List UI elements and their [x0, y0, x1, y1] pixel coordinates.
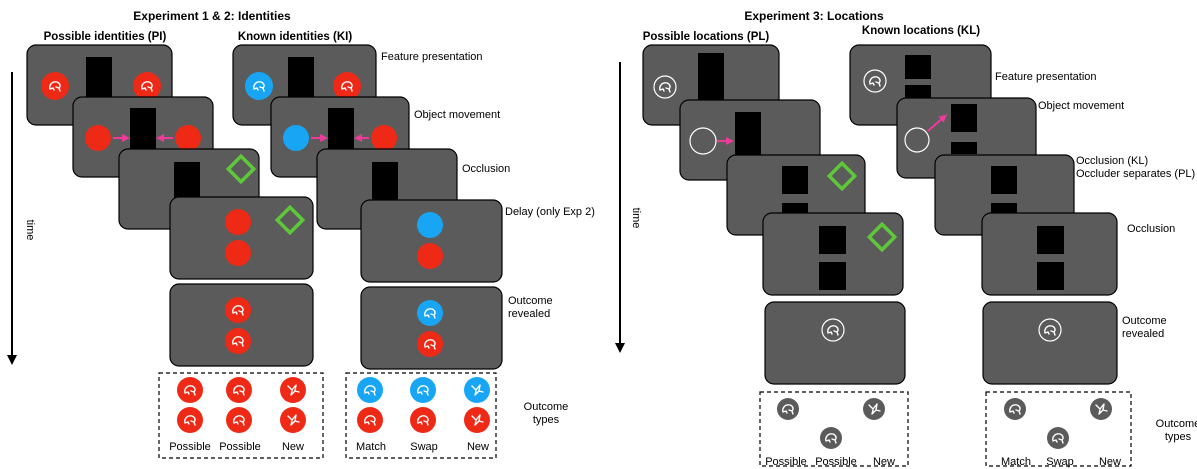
- stage-occlusion: Occlusion: [462, 163, 510, 175]
- blue-ball: [283, 125, 309, 151]
- outcome-revealed-line2: revealed: [508, 308, 550, 320]
- outcome-types-line2: types: [533, 414, 560, 426]
- outcome-label: Swap: [410, 441, 438, 453]
- red-ball: [417, 243, 443, 269]
- pi-outcome-types-box: Possible Possible New: [158, 372, 324, 459]
- red-ball: [225, 328, 251, 354]
- ki-panel-outcome: [360, 286, 503, 370]
- ki-panel-delay: [360, 199, 503, 283]
- time-label: time: [630, 208, 642, 229]
- time-label: time: [24, 220, 36, 241]
- red-ball: [417, 331, 443, 357]
- outcome-types-line1: Outcome: [524, 401, 569, 413]
- red-ball: [225, 209, 251, 235]
- stage-object-movement: Object movement: [414, 109, 500, 121]
- red-ball: [133, 72, 161, 100]
- occluder-top: [991, 166, 1017, 194]
- stage-feature-presentation: Feature presentation: [995, 71, 1097, 83]
- outcome-label: Possible: [219, 441, 261, 453]
- occluder: [372, 162, 398, 202]
- stage-feature-presentation: Feature presentation: [381, 51, 483, 63]
- empty-ball: [689, 127, 717, 155]
- occluder-top: [782, 166, 808, 194]
- occluder-top: [905, 55, 931, 79]
- outcome-label: Possible: [169, 441, 211, 453]
- occluder: [288, 57, 314, 102]
- occluder-top: [1037, 226, 1064, 254]
- occluder-bottom: [991, 203, 1017, 215]
- occluder-bottom: [819, 262, 846, 290]
- green-diamond: [274, 204, 306, 236]
- outcome-types-line2: types: [1165, 431, 1192, 443]
- exp3-title: Experiment 3: Locations: [744, 9, 884, 23]
- red-ball: [371, 125, 397, 151]
- pi-panel-outcome: [169, 283, 314, 367]
- outcome-label: Match: [356, 441, 386, 453]
- outcome-label: Match: [1001, 456, 1031, 468]
- green-diamond: [225, 153, 257, 185]
- outcome-label: New: [1099, 456, 1121, 468]
- outcome-label: Swap: [1046, 456, 1074, 468]
- kl-outcome-types-box: Match Swap New: [985, 391, 1132, 468]
- blue-ball: [245, 72, 273, 100]
- stage-occlusion-kl: Occlusion (KL): [1076, 155, 1148, 167]
- outcome-revealed-line2: revealed: [1122, 328, 1164, 340]
- kl-panel-separated: [981, 212, 1118, 296]
- red-ball: [225, 240, 251, 266]
- occluder-top: [819, 226, 846, 254]
- green-diamond: [826, 160, 858, 192]
- occluder: [86, 57, 112, 102]
- occluder-bottom: [951, 142, 977, 154]
- outcome-label: New: [873, 456, 895, 468]
- stage-object-movement: Object movement: [1038, 100, 1124, 112]
- pl-panel-separated: [762, 212, 904, 296]
- occluder-bottom: [1037, 262, 1064, 290]
- occluder: [735, 112, 761, 160]
- stage-occluder-separates: Occluder separates (PL): [1076, 168, 1195, 180]
- pl-column-header: Possible locations (PL): [643, 31, 770, 43]
- stage-delay: Delay (only Exp 2): [505, 206, 595, 218]
- blue-ball: [417, 212, 443, 238]
- occluder: [328, 108, 354, 153]
- occluder: [698, 53, 724, 103]
- outcome-revealed-line1: Outcome: [1122, 315, 1167, 327]
- occluder-top: [951, 104, 977, 132]
- red-ball: [85, 125, 111, 151]
- occluder: [130, 108, 156, 153]
- blue-ball: [417, 300, 443, 326]
- green-diamond: [866, 221, 898, 253]
- red-ball: [333, 72, 361, 100]
- exp12-title: Experiment 1 & 2: Identities: [133, 9, 291, 23]
- pl-panel-outcome: [764, 301, 906, 385]
- kl-panel-outcome: [982, 301, 1118, 385]
- red-ball: [225, 297, 251, 323]
- red-ball: [175, 125, 201, 151]
- empty-ball: [904, 127, 930, 153]
- outcome-types-line1: Outcome: [1156, 418, 1197, 430]
- outcome-label: Possible: [815, 456, 857, 468]
- pl-outcome-types-box: Possible Possible New: [759, 391, 909, 468]
- red-ball: [41, 72, 69, 100]
- outcome-label: New: [467, 441, 489, 453]
- kl-column-header: Known locations (KL): [862, 25, 980, 37]
- ki-outcome-types-box: Match Swap New: [345, 372, 497, 459]
- occluder-bottom: [782, 203, 808, 215]
- pi-column-header: Possible identities (PI): [44, 31, 167, 43]
- outcome-label: New: [282, 441, 304, 453]
- ki-column-header: Known identities (KI): [238, 31, 353, 43]
- outcome-revealed-line1: Outcome: [508, 295, 553, 307]
- occluder: [174, 162, 200, 202]
- movement-arrow: [927, 114, 948, 132]
- stage-occlusion: Occlusion: [1127, 223, 1175, 235]
- pi-panel-delay: [169, 196, 314, 280]
- ki-panel-movement: [270, 96, 410, 178]
- outcome-label: Possible: [765, 456, 807, 468]
